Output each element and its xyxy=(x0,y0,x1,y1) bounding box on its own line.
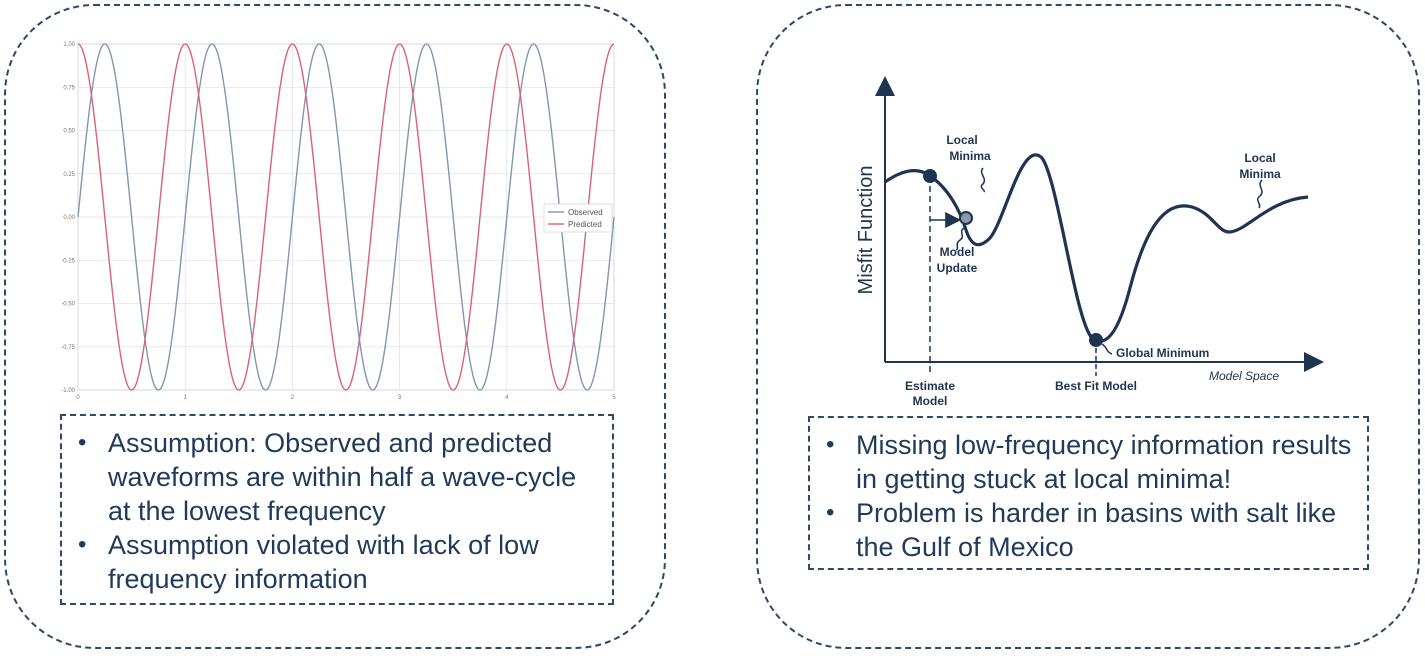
left-textbox: • Assumption: Observed and predicted wave… xyxy=(60,414,614,605)
legend-label-observed: Observed xyxy=(568,208,603,217)
y-tick-label: 0.00 xyxy=(63,215,75,221)
x-tick-label: 4 xyxy=(505,395,509,401)
bullet-text: Assumption violated with lack of low fre… xyxy=(108,530,539,594)
label-model-update-1: Model xyxy=(940,245,975,259)
y-tick-label: -0.75 xyxy=(61,345,75,351)
x-tick-label: 0 xyxy=(76,395,80,401)
bullet-glyph: • xyxy=(78,531,87,558)
chart-series xyxy=(77,43,615,391)
label-local-minima-left-1: Local xyxy=(946,133,977,147)
estimate-point xyxy=(923,169,937,183)
x-axis-label: Model Space xyxy=(1209,369,1279,383)
list-item: • Assumption: Observed and predicted wave… xyxy=(74,426,602,528)
x-tick-label: 2 xyxy=(291,395,295,401)
list-item: • Problem is harder in basins with salt l… xyxy=(822,496,1357,564)
misfit-diagram: Misfit Function Model Space Local Minima… xyxy=(855,76,1324,408)
label-global-minimum: Global Minimum xyxy=(1116,346,1209,360)
x-tick-label: 5 xyxy=(612,395,616,401)
global-minimum-point xyxy=(1089,333,1103,347)
y-tick-label: 0.50 xyxy=(63,129,75,135)
y-tick-label: -0.25 xyxy=(61,258,75,264)
y-tick-label: -1.00 xyxy=(61,388,75,394)
y-tick-label: -0.50 xyxy=(61,302,75,308)
bullet-glyph: • xyxy=(826,499,835,526)
global-minimum-pointer xyxy=(1101,343,1113,355)
y-tick-label: 1.00 xyxy=(63,42,75,48)
bullet-glyph: • xyxy=(826,431,835,458)
bullet-text: Problem is harder in basins with salt li… xyxy=(856,498,1337,562)
legend-label-predicted: Predicted xyxy=(568,220,602,229)
chart-legend: Observed Predicted xyxy=(543,203,613,233)
left-panel xyxy=(4,4,666,649)
bullet-text: Missing low-frequency information result… xyxy=(856,430,1352,494)
list-item: • Missing low-frequency information resul… xyxy=(822,428,1357,496)
series-line-observed xyxy=(77,43,615,391)
label-local-minima-left-2: Minima xyxy=(949,149,991,163)
y-tick-label: 0.75 xyxy=(63,85,75,91)
label-model-update-2: Update xyxy=(937,261,978,275)
waveform-chart: 0 1 2 3 4 5 1.00 0.75 0.50 0.25 0.00 -0.25 -0.50 -0.7… xyxy=(61,42,616,401)
label-estimate-model-1: Estimate xyxy=(905,379,955,393)
bullet-glyph: • xyxy=(78,429,87,456)
y-axis-label: Misfit Function xyxy=(855,166,877,295)
label-estimate-model-2: Model xyxy=(913,394,948,408)
label-local-minima-right-2: Minima xyxy=(1239,167,1281,181)
list-item: • Assumption violated with lack of low fr… xyxy=(74,528,602,596)
x-tick-label: 3 xyxy=(398,395,402,401)
local-minima-left-pointer xyxy=(980,167,986,193)
chart-ticks: 0 1 2 3 4 5 1.00 0.75 0.50 0.25 0.00 -0.25 -0.50 -0.7… xyxy=(61,42,616,401)
right-textbox: • Missing low-frequency information resul… xyxy=(808,416,1369,570)
label-local-minima-right-1: Local xyxy=(1244,151,1275,165)
y-tick-label: 0.25 xyxy=(63,172,75,178)
local-minima-right-pointer xyxy=(1256,179,1263,209)
update-point xyxy=(959,211,973,225)
x-tick-label: 1 xyxy=(184,395,188,401)
model-update-pointer xyxy=(955,227,965,251)
series-line-predicted xyxy=(77,43,615,391)
right-panel xyxy=(756,4,1420,649)
legend-box xyxy=(543,203,613,233)
bullet-text: Assumption: Observed and predicted wavef… xyxy=(108,428,577,526)
label-best-fit-model: Best Fit Model xyxy=(1055,379,1137,393)
